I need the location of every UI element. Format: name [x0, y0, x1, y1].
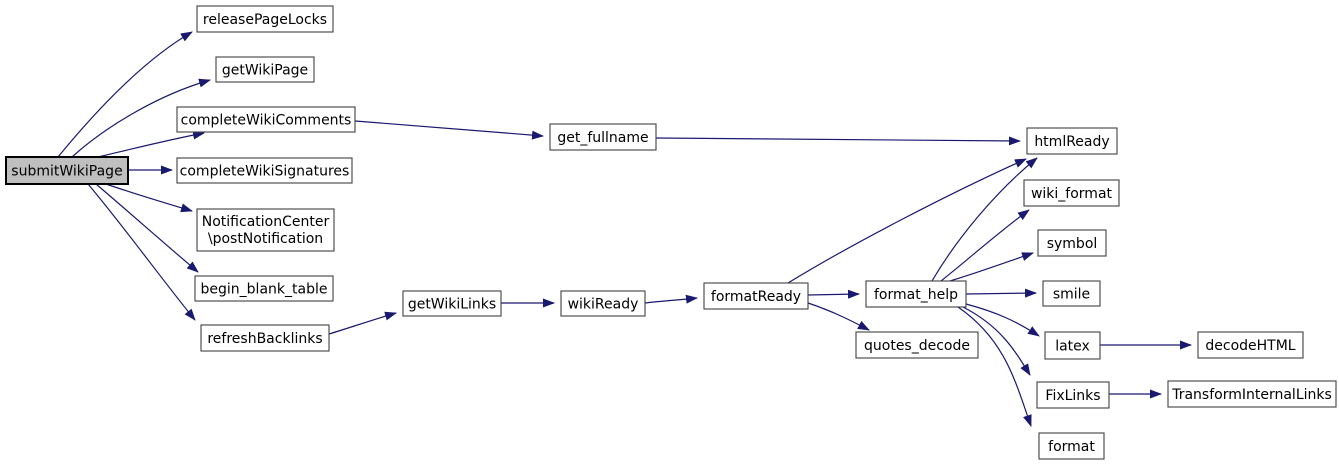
edge-wikiReady-formatReady [644, 294, 698, 304]
node-releasePageLocks[interactable]: releasePageLocks [196, 5, 334, 33]
node-latex[interactable]: latex [1044, 331, 1101, 360]
node-label: latex [1055, 339, 1090, 355]
node-box [549, 123, 657, 151]
node-box [196, 5, 334, 33]
edge-submitWikiPage-releasePageLocks [57, 31, 193, 158]
node-quotes_decode[interactable]: quotes_decode [855, 331, 979, 359]
edge-format_help-format [957, 306, 1032, 427]
node-box [196, 208, 335, 252]
node-label: htmlReady [1034, 134, 1109, 150]
node-label: formatReady [711, 289, 801, 305]
edge-refreshBacklinks-getWikiLinks [328, 311, 397, 335]
node-label: getWikiLinks [408, 297, 496, 313]
node-format_help[interactable]: format_help [865, 280, 967, 308]
node-box [176, 157, 353, 184]
node-getWikiLinks[interactable]: getWikiLinks [402, 290, 502, 317]
node-getWikiPage[interactable]: getWikiPage [215, 56, 315, 83]
nodes-layer: submitWikiPage releasePageLocks getWikiPag… [5, 5, 1337, 460]
edge-format_help-smile [965, 288, 1037, 298]
node-label: get_fullname [557, 130, 648, 146]
node-smile[interactable]: smile [1042, 280, 1101, 307]
node-label: releasePageLocks [203, 12, 327, 28]
edge-submitWikiPage-refreshBacklinks [87, 183, 196, 321]
node-FixLinks[interactable]: FixLinks [1036, 381, 1110, 409]
node-label: TransformInternalLinks [1171, 387, 1332, 403]
node-label: wikiReady [568, 297, 639, 313]
node-label: completeWikiSignatures [180, 164, 350, 180]
node-label: getWikiPage [222, 63, 308, 79]
node-label: decodeHTML [1205, 338, 1295, 354]
node-TransformInternalLinks[interactable]: TransformInternalLinks [1167, 380, 1337, 408]
node-box [1038, 432, 1105, 460]
node-box [1037, 229, 1107, 257]
node-wiki_format[interactable]: wiki_format [1023, 179, 1120, 207]
node-label: submitWikiPage [11, 164, 122, 180]
node-label: FixLinks [1045, 388, 1100, 404]
node-box [402, 290, 502, 317]
node-formatReady[interactable]: formatReady [703, 282, 809, 310]
node-label: NotificationCenter\postNotification [202, 214, 330, 247]
node-box [1023, 179, 1120, 207]
edge-completeWikiComments-get_fullname [354, 120, 544, 140]
edge-submitWikiPage-postNotification [105, 183, 193, 213]
node-submitWikiPage: submitWikiPage [5, 156, 129, 185]
node-completeWikiComments[interactable]: completeWikiComments [176, 106, 356, 133]
edge-formatReady-htmlReady [787, 158, 1027, 284]
node-label: completeWikiComments [181, 113, 352, 129]
node-box [200, 324, 330, 352]
edge-format_help-FixLinks [962, 306, 1031, 376]
node-label: begin_blank_table [201, 282, 328, 298]
node-label: format_help [874, 287, 958, 303]
node-label: quotes_decode [864, 338, 970, 354]
node-box [1036, 381, 1110, 409]
node-box [1044, 331, 1101, 360]
edge-formatReady-format_help [807, 289, 860, 299]
node-htmlReady[interactable]: htmlReady [1026, 127, 1118, 155]
node-begin_blank_table[interactable]: begin_blank_table [194, 275, 334, 302]
node-box [1167, 380, 1337, 408]
node-format[interactable]: format [1038, 432, 1105, 460]
node-box [5, 156, 129, 185]
edge-submitWikiPage-getWikiPage [71, 78, 211, 158]
edge-get_fullname-htmlReady [655, 136, 1021, 146]
edge-format_help-htmlReady [931, 157, 1038, 282]
node-label: symbol [1047, 236, 1098, 252]
node-box [1042, 280, 1101, 307]
node-refreshBacklinks[interactable]: refreshBacklinks [200, 324, 330, 352]
node-box [865, 280, 967, 308]
node-box [176, 106, 356, 133]
node-label: smile [1053, 287, 1090, 303]
node-wikiReady[interactable]: wikiReady [560, 290, 646, 317]
edge-formatReady-quotes_decode [807, 302, 870, 331]
node-box [194, 275, 334, 302]
node-box [560, 290, 646, 317]
node-label: refreshBacklinks [207, 331, 322, 347]
node-label: wiki_format [1031, 186, 1113, 202]
edges-layer [57, 31, 1192, 427]
node-completeWikiSignatures[interactable]: completeWikiSignatures [176, 157, 353, 184]
node-get_fullname[interactable]: get_fullname [549, 123, 657, 151]
node-label: format [1048, 439, 1095, 455]
node-postNotification[interactable]: NotificationCenter\postNotification [196, 208, 335, 252]
edge-format_help-symbol [949, 252, 1034, 282]
node-box [1197, 331, 1304, 359]
node-decodeHTML[interactable]: decodeHTML [1197, 331, 1304, 359]
node-box [703, 282, 809, 310]
node-symbol[interactable]: symbol [1037, 229, 1107, 257]
edge-format_help-wiki_format [940, 209, 1030, 282]
node-box [1026, 127, 1118, 155]
edge-format_help-latex [965, 303, 1040, 337]
node-box [215, 56, 315, 83]
edge-submitWikiPage-completeWikiComments [97, 130, 205, 158]
edge-submitWikiPage-begin_blank_table [95, 183, 199, 273]
node-box [855, 331, 979, 359]
